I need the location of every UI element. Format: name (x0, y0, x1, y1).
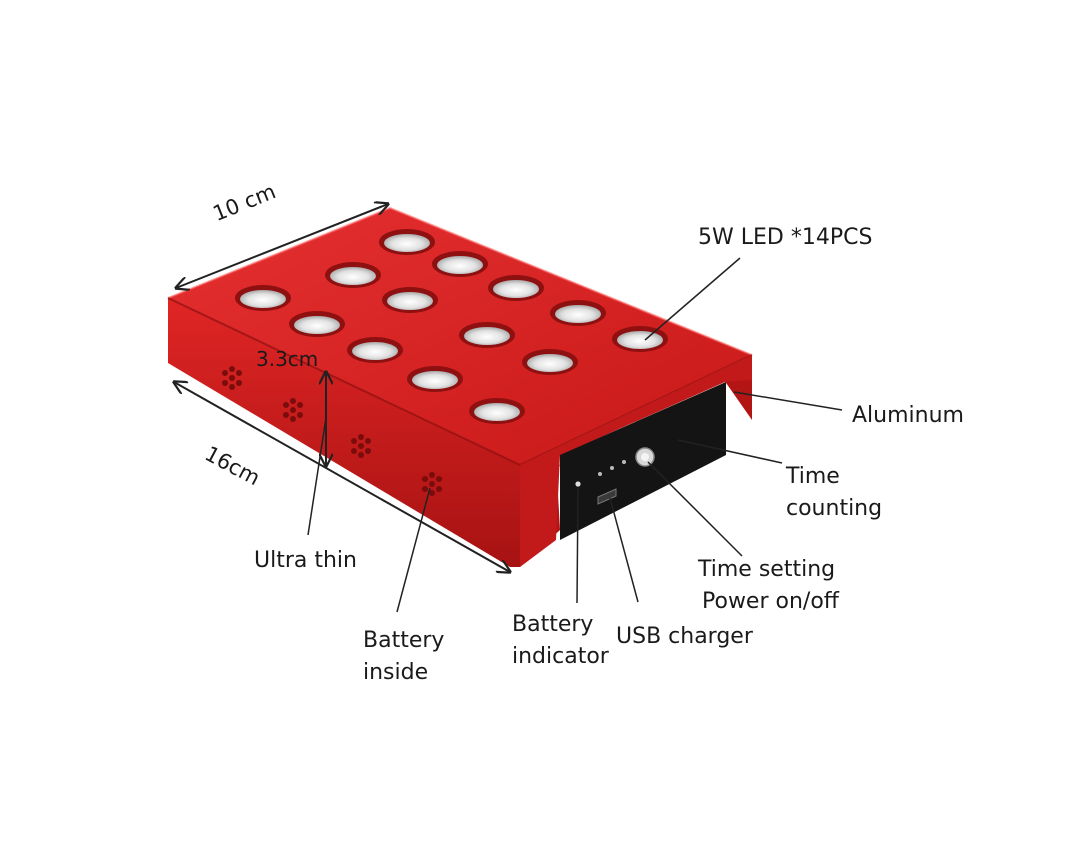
time-setting-callout-line2: Power on/off (702, 589, 839, 614)
device-right-end (520, 355, 752, 567)
led-array (235, 229, 668, 424)
ultra-thin-callout: Ultra thin (254, 548, 357, 573)
leader-led (644, 257, 741, 341)
leader-ultra-thin (307, 417, 327, 536)
leader-time-setting (647, 461, 743, 557)
led-callout: 5W LED *14PCS (698, 225, 873, 250)
led-lens (432, 251, 488, 277)
leader-time-counting (677, 439, 783, 464)
led-lens (289, 311, 345, 337)
battery-indicator-dots (575, 460, 626, 487)
battery-inside-callout-line2: inside (363, 660, 429, 685)
led-lens (488, 275, 544, 301)
led-lens (522, 349, 578, 375)
led-lens (382, 287, 438, 313)
leader-battery-indicator (576, 487, 579, 604)
length-dimension-arrow (174, 382, 510, 572)
battery-inside-callout-line1: Battery (363, 628, 445, 653)
led-lens (325, 262, 381, 288)
led-lens (347, 337, 403, 363)
usb-port (597, 488, 617, 505)
led-lens (459, 322, 515, 348)
leader-aluminum (733, 391, 843, 411)
time-counting-callout-line2: counting (786, 496, 883, 521)
aluminum-callout: Aluminum (852, 403, 964, 428)
battery-indicator-callout-line2: indicator (512, 644, 609, 669)
usb-charger-callout: USB charger (616, 624, 753, 649)
led-lens (612, 326, 668, 352)
led-lens (469, 398, 525, 424)
width-dimension-arrow (176, 204, 388, 288)
height-label: 3.3cm (256, 347, 319, 371)
battery-indicator-callout-line1: Battery (512, 612, 594, 637)
led-lens (379, 229, 435, 255)
led-lens (235, 285, 291, 311)
leader-battery-inside (396, 487, 431, 613)
led-lens (407, 366, 463, 392)
leader-usb-charger (609, 497, 639, 603)
time-setting-callout-line1: Time setting (698, 557, 836, 582)
led-lens (550, 300, 606, 326)
time-counting-callout-line1: Time (786, 464, 840, 489)
